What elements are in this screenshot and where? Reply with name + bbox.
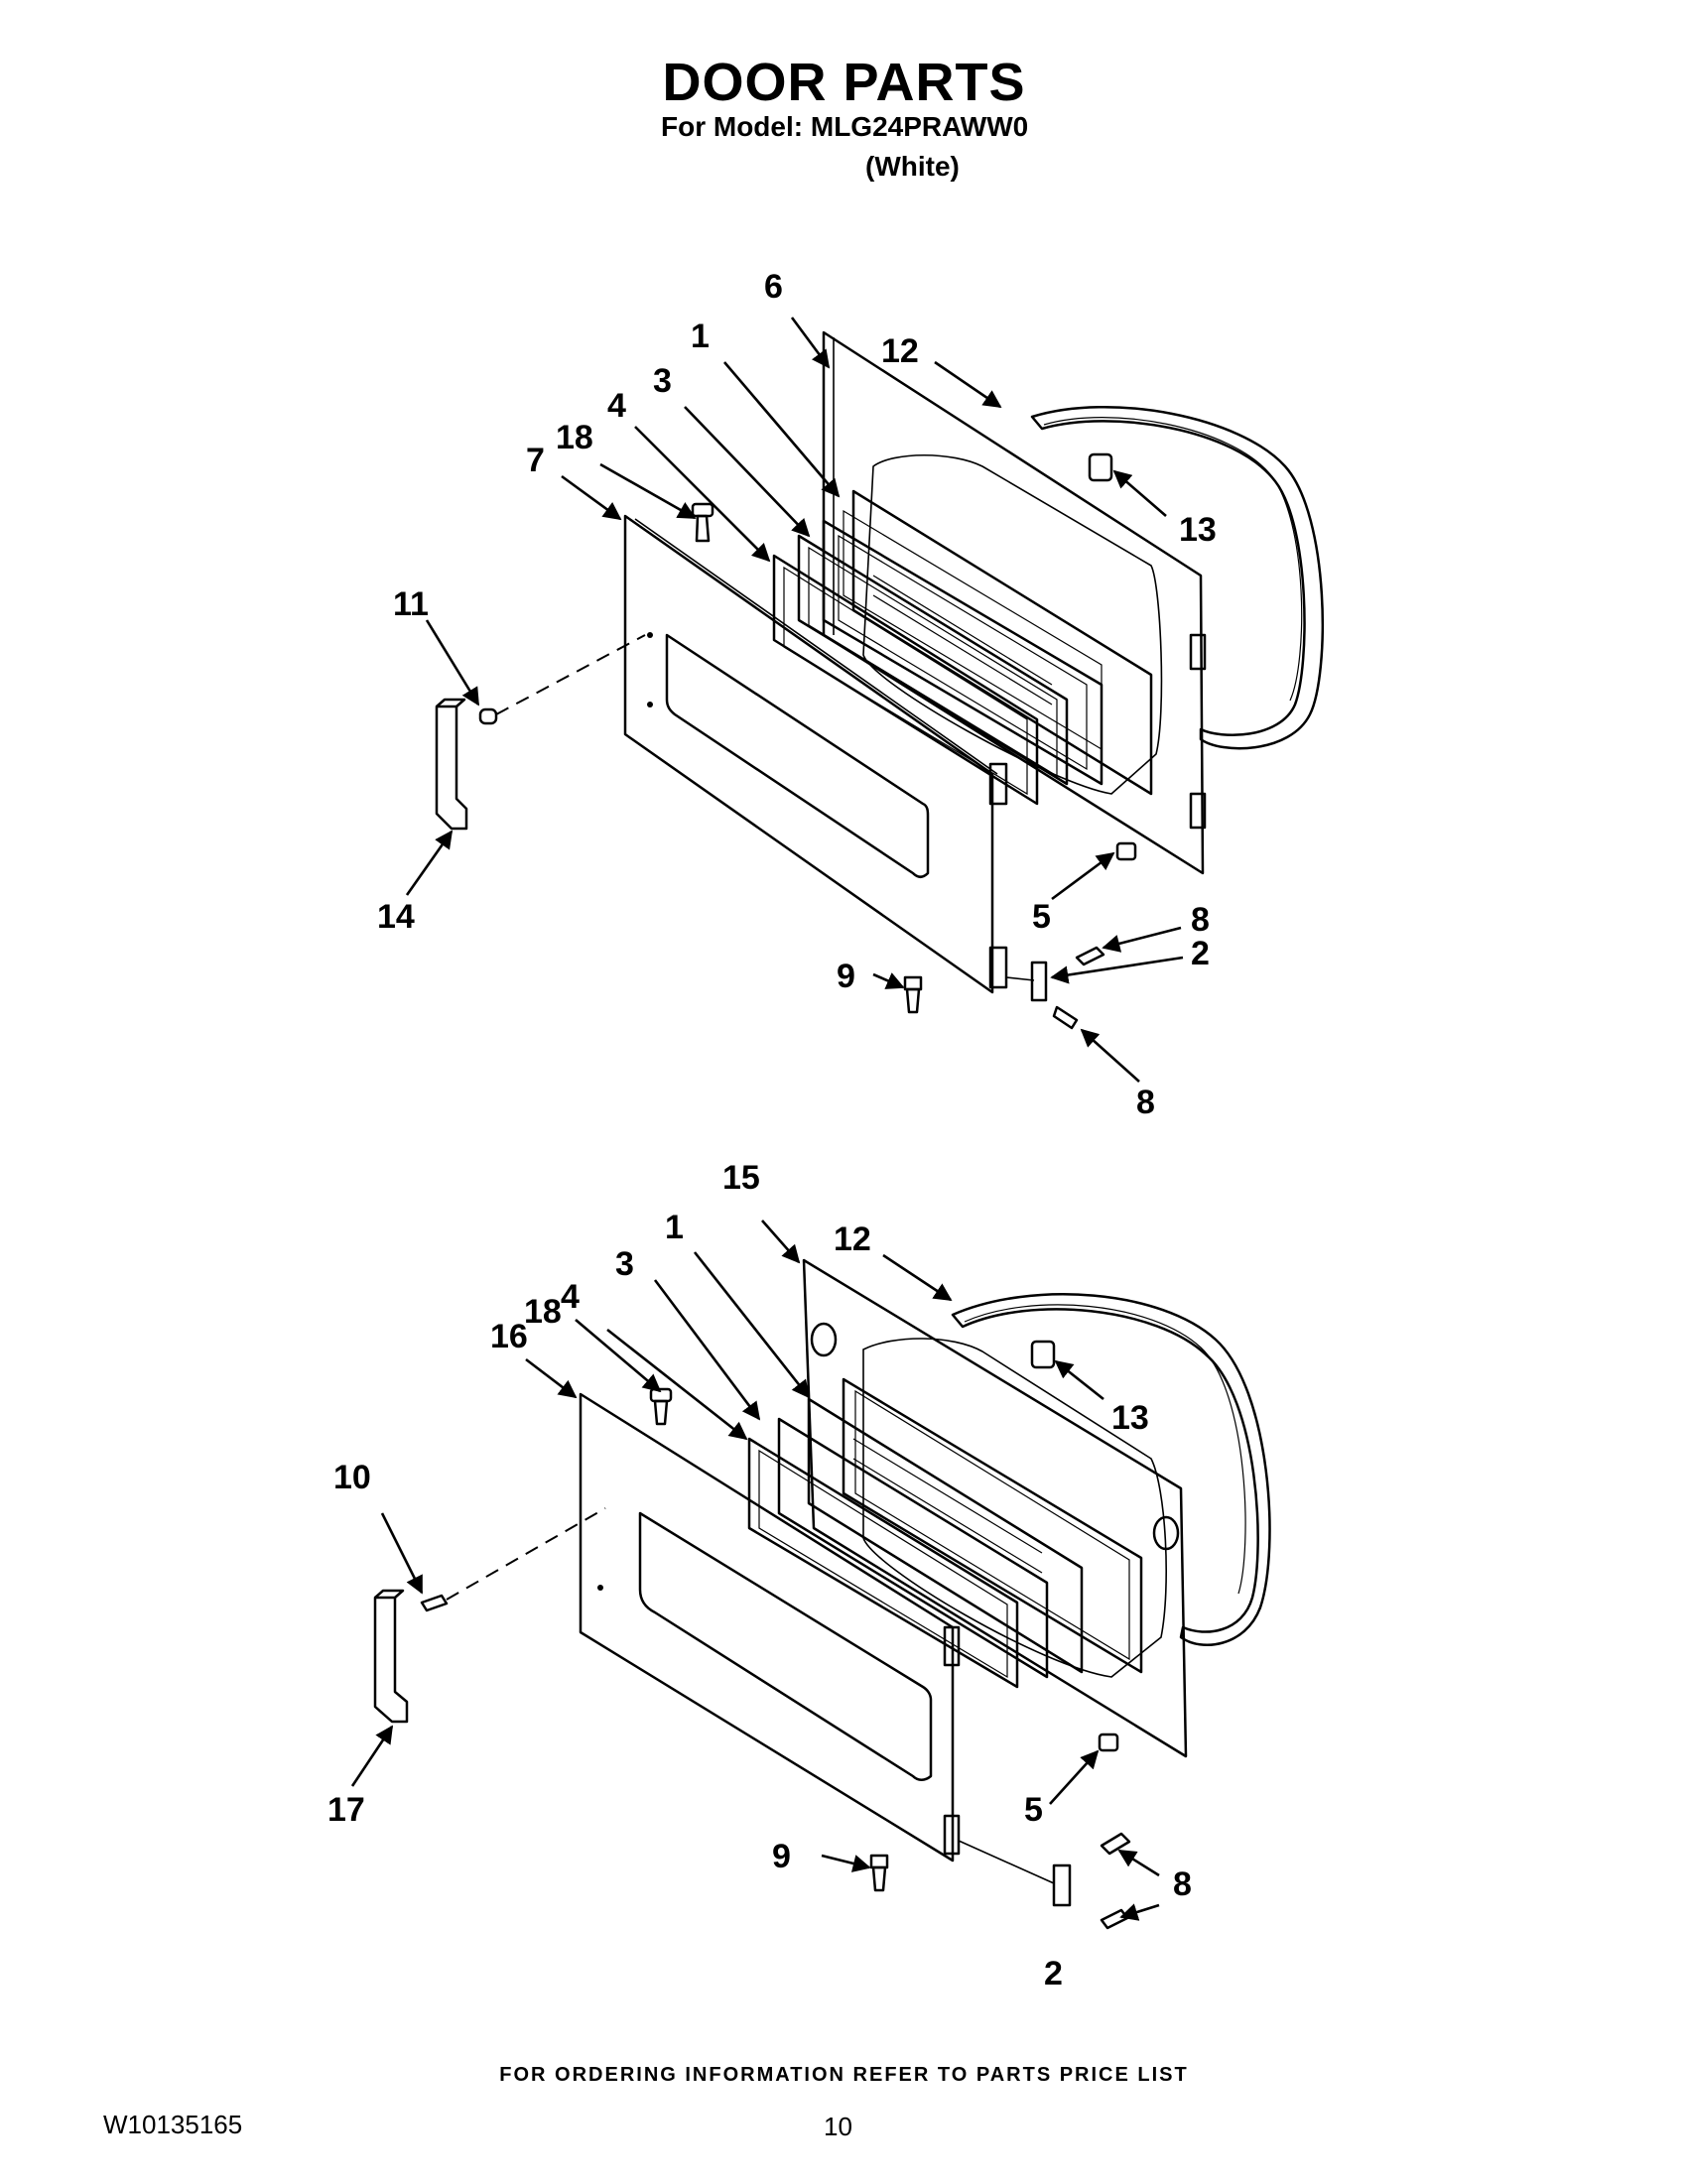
color-line: (White) [865,151,960,182]
callout-16: 16 [490,1318,528,1355]
door-gasket-2 [951,1293,1271,1646]
callout-4b: 4 [561,1278,580,1316]
callout-9b: 9 [772,1838,791,1875]
handle-spacer [478,707,498,725]
glass-frame [797,534,1069,786]
callout-5: 5 [1032,898,1051,936]
callout-1b: 1 [665,1209,684,1246]
door-gasket [1030,406,1325,750]
hinge-bracket-2 [1052,1863,1072,1907]
callout-17: 17 [327,1791,365,1829]
inner-door-panel [822,330,1205,875]
handle-screw [420,1594,449,1612]
glass-pack-frame [772,554,1039,806]
top-screw-18 [691,502,714,543]
callout-13: 13 [1179,511,1217,549]
callout-11: 11 [393,585,429,623]
callout-3: 3 [653,362,672,400]
outer-door-panel-2 [579,1392,955,1863]
door-window [665,633,930,878]
glass-frame-2 [777,1417,1049,1679]
callout-12: 12 [881,332,919,370]
callout-10: 10 [333,1459,371,1496]
window-glass [822,519,1104,786]
hinge-screw-lower [1052,1005,1079,1030]
callout-2b: 2 [1044,1955,1063,1992]
gasket-clip-2 [1030,1340,1056,1369]
callout-14: 14 [377,898,415,936]
callout-1: 1 [691,318,710,355]
inner-glass-2 [842,1377,1143,1674]
door-handle [435,698,468,831]
callout-13b: 13 [1111,1399,1149,1437]
door-stop [1115,841,1137,861]
callout-15: 15 [722,1159,760,1197]
bottom-door-assembly: 15 1 12 3 18 4 16 13 10 17 5 9 8 2 [327,1159,1271,1992]
callout-4: 4 [607,387,626,425]
outer-door-panel [623,514,994,994]
callout-8c: 8 [1173,1865,1192,1903]
callout-18: 18 [556,419,593,456]
callout-6: 6 [764,268,783,306]
door-stop-2 [1098,1733,1119,1752]
page-title: DOOR PARTS [662,53,1026,112]
top-door-assembly: 6 1 12 3 4 18 7 13 11 14 5 8 2 9 8 [377,268,1325,1121]
document-number: W10135165 [103,2110,243,2139]
window-glass-2 [807,1397,1084,1674]
model-line: For Model: MLG24PRAWW0 [661,111,1029,142]
callout-2a: 2 [1191,935,1210,972]
bottom-screw-9 [903,975,923,1014]
door-handle-2 [373,1596,409,1724]
callout-9a: 9 [837,958,855,995]
callout-12b: 12 [834,1220,871,1258]
hinge-screw-upper [1075,946,1105,966]
ordering-note: FOR ORDERING INFORMATION REFER TO PARTS … [499,2064,1189,2086]
door-window-2 [638,1511,933,1781]
page-number: 10 [824,2112,852,2141]
callout-7: 7 [526,442,545,479]
callout-18b: 18 [524,1293,562,1331]
callout-8a: 8 [1191,901,1210,939]
callout-5b: 5 [1024,1791,1043,1829]
glass-pack-frame-2 [747,1437,1019,1689]
hinge-bracket [1030,961,1048,1002]
gasket-clip [1088,452,1113,482]
callout-8b: 8 [1136,1084,1155,1121]
callout-3b: 3 [615,1245,634,1283]
